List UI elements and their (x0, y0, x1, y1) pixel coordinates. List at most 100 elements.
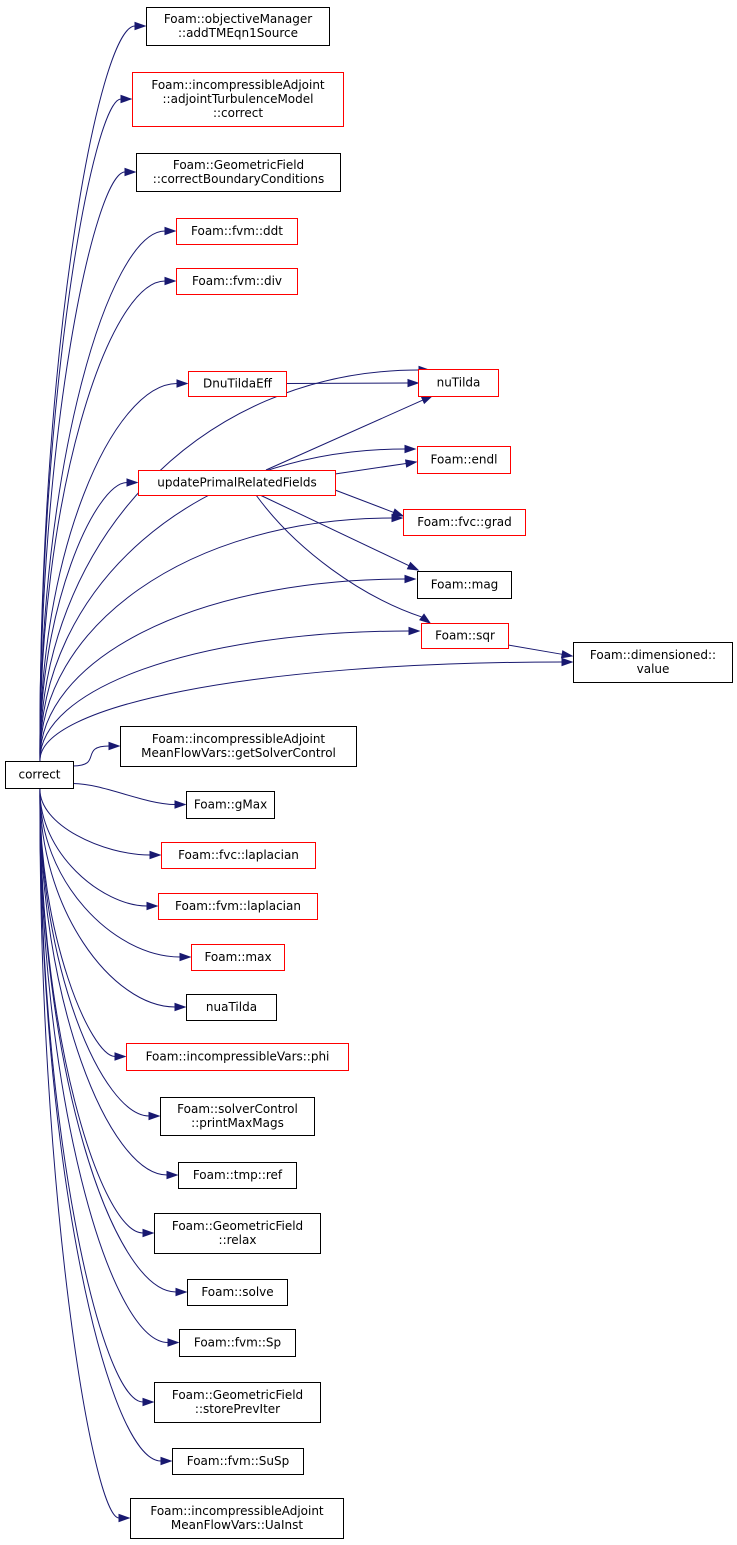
node-label-tmp_ref: Foam::tmp::ref (193, 1168, 283, 1182)
node-box-relax (154, 1213, 321, 1254)
node-label-UaInst: Foam::incompressibleAdjoint (150, 1504, 324, 1518)
node-nuTilda[interactable]: nuTilda (418, 369, 499, 397)
node-label-sqr: Foam::sqr (435, 629, 495, 643)
edge-correct-to-DnuTildaEff (39, 383, 178, 762)
node-box-getSolverControl (120, 726, 357, 767)
edge-correct-to-sqr (39, 630, 410, 762)
edge-correct-to-fvm_Sp (39, 787, 169, 1343)
arrowhead-UaInst (118, 1513, 131, 1523)
node-box-nuTilda (418, 369, 499, 397)
node-label-dimensioned_value: Foam::dimensioned:: (590, 648, 716, 662)
node-fvc_laplacian[interactable]: Foam::fvc::laplacian (161, 842, 316, 869)
arrowhead-relax (142, 1228, 155, 1238)
node-box-endl (417, 446, 511, 474)
node-box-printMaxMags (160, 1097, 315, 1136)
node-UaInst[interactable]: Foam::incompressibleAdjointMeanFlowVars:… (130, 1498, 344, 1539)
arrowhead-nuTilda (420, 395, 434, 405)
node-box-fvc_laplacian (161, 842, 316, 869)
node-DnuTildaEff[interactable]: DnuTildaEff (188, 371, 287, 397)
node-box-phi (126, 1043, 349, 1071)
node-fvm_div[interactable]: Foam::fvm::div (176, 268, 298, 295)
node-box-addTMEqn1Source (146, 7, 330, 46)
node-label-storePrevIter: ::storePrevIter (195, 1402, 280, 1416)
node-dimensioned_value[interactable]: Foam::dimensioned::value (573, 642, 733, 683)
node-box-tmp_ref (178, 1162, 297, 1189)
node-fvm_ddt[interactable]: Foam::fvm::ddt (176, 218, 298, 245)
edge-correct-to-adjointTurbulenceModel (39, 98, 122, 762)
node-label-relax: Foam::GeometricField (172, 1219, 303, 1233)
arrowhead-nuaTilda (174, 1002, 187, 1012)
edge-updatePrimalRelatedFields-to-fvc_grad (334, 489, 394, 513)
node-nuaTilda[interactable]: nuaTilda (186, 994, 277, 1021)
node-gMax[interactable]: Foam::gMax (186, 791, 275, 819)
node-addTMEqn1Source[interactable]: Foam::objectiveManager::addTMEqn1Source (146, 7, 330, 46)
node-label-fvc_laplacian: Foam::fvc::laplacian (178, 848, 299, 862)
node-label-fvm_Sp: Foam::fvm::Sp (194, 1336, 281, 1350)
node-layer: correct Foam::objectiveManager::addTMEqn1… (5, 7, 733, 1539)
node-label-printMaxMags: Foam::solverControl (177, 1102, 298, 1116)
edge-updatePrimalRelatedFields-to-nuTilda (265, 399, 424, 471)
node-max[interactable]: Foam::max (191, 944, 285, 971)
node-fvm_SuSp[interactable]: Foam::fvm::SuSp (172, 1448, 304, 1475)
node-label-adjointTurbulenceModel: Foam::incompressibleAdjoint (151, 78, 325, 92)
node-box-updatePrimalRelatedFields (138, 470, 336, 496)
node-label-endl: Foam::endl (431, 453, 498, 467)
node-fvm_Sp[interactable]: Foam::fvm::Sp (179, 1329, 296, 1357)
node-label-fvc_grad: Foam::fvc::grad (417, 515, 511, 529)
arrowhead-dimensioned_value (561, 657, 574, 667)
arrowhead-solve (175, 1287, 188, 1297)
node-fvm_laplacian[interactable]: Foam::fvm::laplacian (158, 893, 318, 920)
node-label-correctBoundaryConditions: ::correctBoundaryConditions (153, 172, 324, 186)
node-fvc_grad[interactable]: Foam::fvc::grad (403, 509, 526, 536)
edge-correct-to-mag (39, 578, 406, 762)
node-correct[interactable]: correct (5, 761, 74, 789)
node-label-fvm_SuSp: Foam::fvm::SuSp (187, 1454, 290, 1468)
edge-correct-to-updatePrimalRelatedFields (39, 482, 128, 762)
edge-correct-to-fvc_laplacian (39, 787, 151, 856)
node-printMaxMags[interactable]: Foam::solverControl::printMaxMags (160, 1097, 315, 1136)
node-label-addTMEqn1Source: ::addTMEqn1Source (178, 26, 298, 40)
edge-correct-to-getSolverControl (72, 745, 110, 767)
node-label-adjointTurbulenceModel: ::adjointTurbulenceModel (163, 92, 314, 106)
node-tmp_ref[interactable]: Foam::tmp::ref (178, 1162, 297, 1189)
node-phi[interactable]: Foam::incompressibleVars::phi (126, 1043, 349, 1071)
edge-correct-to-printMaxMags (39, 787, 150, 1117)
edge-correct-to-UaInst (39, 787, 120, 1519)
node-mag[interactable]: Foam::mag (417, 571, 512, 599)
node-label-mag: Foam::mag (431, 578, 499, 592)
node-relax[interactable]: Foam::GeometricField::relax (154, 1213, 321, 1254)
node-sqr[interactable]: Foam::sqr (421, 623, 509, 649)
node-endl[interactable]: Foam::endl (417, 446, 511, 474)
arrowhead-endl (404, 444, 417, 454)
arrowhead-adjointTurbulenceModel (120, 94, 133, 104)
node-label-getSolverControl: Foam::incompressibleAdjoint (152, 732, 326, 746)
arrowhead-storePrevIter (142, 1397, 155, 1407)
node-box-adjointTurbulenceModel (132, 72, 344, 127)
edge-correct-to-nuTilda (39, 369, 420, 762)
node-getSolverControl[interactable]: Foam::incompressibleAdjointMeanFlowVars:… (120, 726, 357, 767)
arrowhead-tmp_ref (166, 1170, 179, 1180)
node-box-fvm_ddt (176, 218, 298, 245)
arrowhead-max (179, 952, 192, 962)
node-box-UaInst (130, 1498, 344, 1539)
node-label-UaInst: MeanFlowVars::UaInst (171, 1518, 304, 1532)
node-box-sqr (421, 623, 509, 649)
edge-correct-to-fvm_div (39, 280, 166, 762)
arrowhead-dimensioned_value (560, 650, 574, 659)
node-box-fvm_Sp (179, 1329, 296, 1357)
node-adjointTurbulenceModel[interactable]: Foam::incompressibleAdjoint::adjointTurb… (132, 72, 344, 127)
node-label-getSolverControl: MeanFlowVars::getSolverControl (141, 746, 336, 760)
node-label-storePrevIter: Foam::GeometricField (172, 1388, 303, 1402)
node-label-fvm_laplacian: Foam::fvm::laplacian (175, 899, 301, 913)
node-box-fvm_SuSp (172, 1448, 304, 1475)
node-updatePrimalRelatedFields[interactable]: updatePrimalRelatedFields (138, 470, 336, 496)
node-solve[interactable]: Foam::solve (187, 1279, 288, 1306)
node-storePrevIter[interactable]: Foam::GeometricField::storePrevIter (154, 1382, 321, 1423)
node-box-correctBoundaryConditions (136, 153, 341, 192)
arrowhead-fvm_laplacian (146, 901, 159, 911)
node-label-max: Foam::max (204, 950, 271, 964)
node-label-printMaxMags: ::printMaxMags (191, 1116, 284, 1130)
edge-updatePrimalRelatedFields-to-sqr (255, 494, 423, 618)
node-correctBoundaryConditions[interactable]: Foam::GeometricField::correctBoundaryCon… (136, 153, 341, 192)
